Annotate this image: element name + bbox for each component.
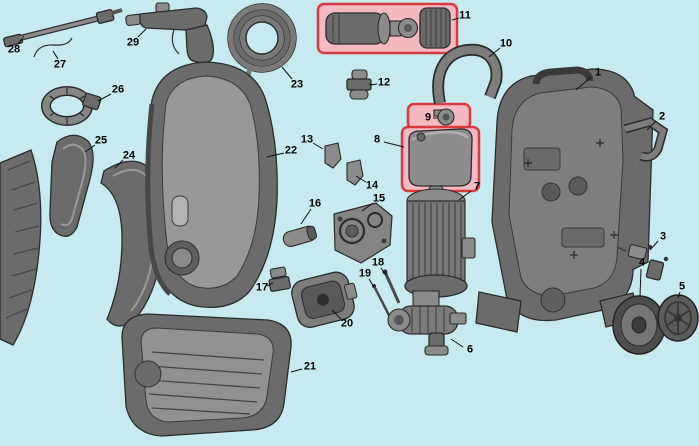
part-14-clip [346, 159, 364, 186]
leader-line-8 [383, 141, 405, 148]
part-9-tank-cap [433, 108, 455, 126]
leader-line-6 [450, 338, 464, 348]
leader-line-10 [488, 47, 501, 58]
leader-line-12 [368, 83, 378, 86]
leader-line-15 [361, 202, 374, 212]
part-number-22[interactable]: 22 [284, 144, 298, 157]
part-number-2[interactable]: 2 [658, 110, 666, 123]
part-number-28[interactable]: 28 [7, 43, 21, 56]
part-15-pump-head [333, 202, 393, 264]
part-8-detergent-tank [408, 128, 473, 187]
part-29-spray-gun [125, 2, 215, 64]
leader-line-5 [677, 291, 681, 299]
leader-line-17 [266, 282, 274, 287]
part-17-bracket [268, 266, 291, 292]
part-20-switch-plate [291, 271, 358, 328]
leader-line-18 [380, 267, 387, 276]
part-number-11[interactable]: 11 [459, 9, 471, 22]
part-5-hub-cap [657, 294, 699, 342]
part-4-wheel [612, 295, 666, 355]
part-7-motor [404, 185, 476, 298]
leader-line-13 [312, 142, 324, 150]
part-27-nozzle-cleaner [33, 37, 73, 58]
part-number-19[interactable]: 19 [358, 267, 372, 280]
part-number-6[interactable]: 6 [466, 343, 474, 356]
part-side-rail [0, 149, 42, 346]
part-21-base-shell [121, 313, 292, 437]
part-number-10[interactable]: 10 [499, 37, 513, 50]
part-number-8[interactable]: 8 [373, 133, 381, 146]
leader-line-16 [300, 208, 312, 225]
leader-line-1 [575, 76, 592, 91]
part-10-handle [432, 43, 503, 105]
part-number-12[interactable]: 12 [377, 76, 391, 89]
part-number-15[interactable]: 15 [372, 192, 386, 205]
part-number-7[interactable]: 7 [473, 180, 481, 193]
part-16-capacitor [282, 225, 318, 247]
leader-line-24 [114, 159, 124, 169]
part-11-pump-coupler [325, 7, 451, 49]
part-number-14[interactable]: 14 [365, 179, 379, 192]
part-25-grip-pad [49, 134, 94, 237]
part-1-main-frame [475, 66, 654, 333]
part-number-9[interactable]: 9 [424, 111, 432, 124]
leader-line-27 [52, 50, 59, 60]
leader-line-3 [649, 240, 659, 251]
part-number-20[interactable]: 20 [340, 317, 354, 330]
part-number-13[interactable]: 13 [300, 133, 314, 146]
part-number-24[interactable]: 24 [122, 149, 136, 162]
leader-line-21 [290, 368, 303, 373]
leader-line-26 [97, 93, 112, 102]
part-28-spray-lance [3, 8, 123, 48]
part-18-pin [382, 269, 401, 304]
part-number-25[interactable]: 25 [94, 134, 108, 147]
part-number-3[interactable]: 3 [659, 230, 667, 243]
part-22-body-cover [145, 61, 278, 309]
leader-layer [17, 17, 681, 373]
part-number-23[interactable]: 23 [290, 78, 304, 91]
leader-line-11 [451, 17, 460, 21]
leader-line-25 [84, 144, 96, 153]
part-3-switch-kit [616, 244, 669, 281]
part-13-clip [324, 142, 342, 169]
leader-line-29 [137, 28, 147, 38]
leader-line-4 [639, 268, 642, 297]
leader-line-7 [458, 190, 472, 201]
part-number-21[interactable]: 21 [303, 360, 317, 373]
part-number-27[interactable]: 27 [53, 58, 67, 71]
part-number-4[interactable]: 4 [638, 256, 646, 269]
leader-line-20 [331, 309, 342, 320]
part-number-16[interactable]: 16 [308, 197, 322, 210]
part-26-hose-clamp [41, 86, 102, 126]
leader-line-28 [17, 35, 25, 45]
leader-line-23 [281, 66, 293, 80]
part-6-pump-assembly [387, 290, 467, 356]
part-number-1[interactable]: 1 [594, 66, 602, 79]
part-2-hook-bracket [623, 117, 669, 162]
part-number-5[interactable]: 5 [678, 280, 686, 293]
part-12-hose-connector [346, 69, 372, 100]
part-number-26[interactable]: 26 [111, 83, 125, 96]
part-number-18[interactable]: 18 [371, 256, 385, 269]
leader-line-22 [266, 152, 285, 158]
leader-line-19 [368, 278, 375, 288]
leader-line-2 [646, 120, 657, 131]
part-number-29[interactable]: 29 [126, 36, 140, 49]
part-number-17[interactable]: 17 [255, 281, 269, 294]
leader-line-14 [355, 175, 367, 183]
